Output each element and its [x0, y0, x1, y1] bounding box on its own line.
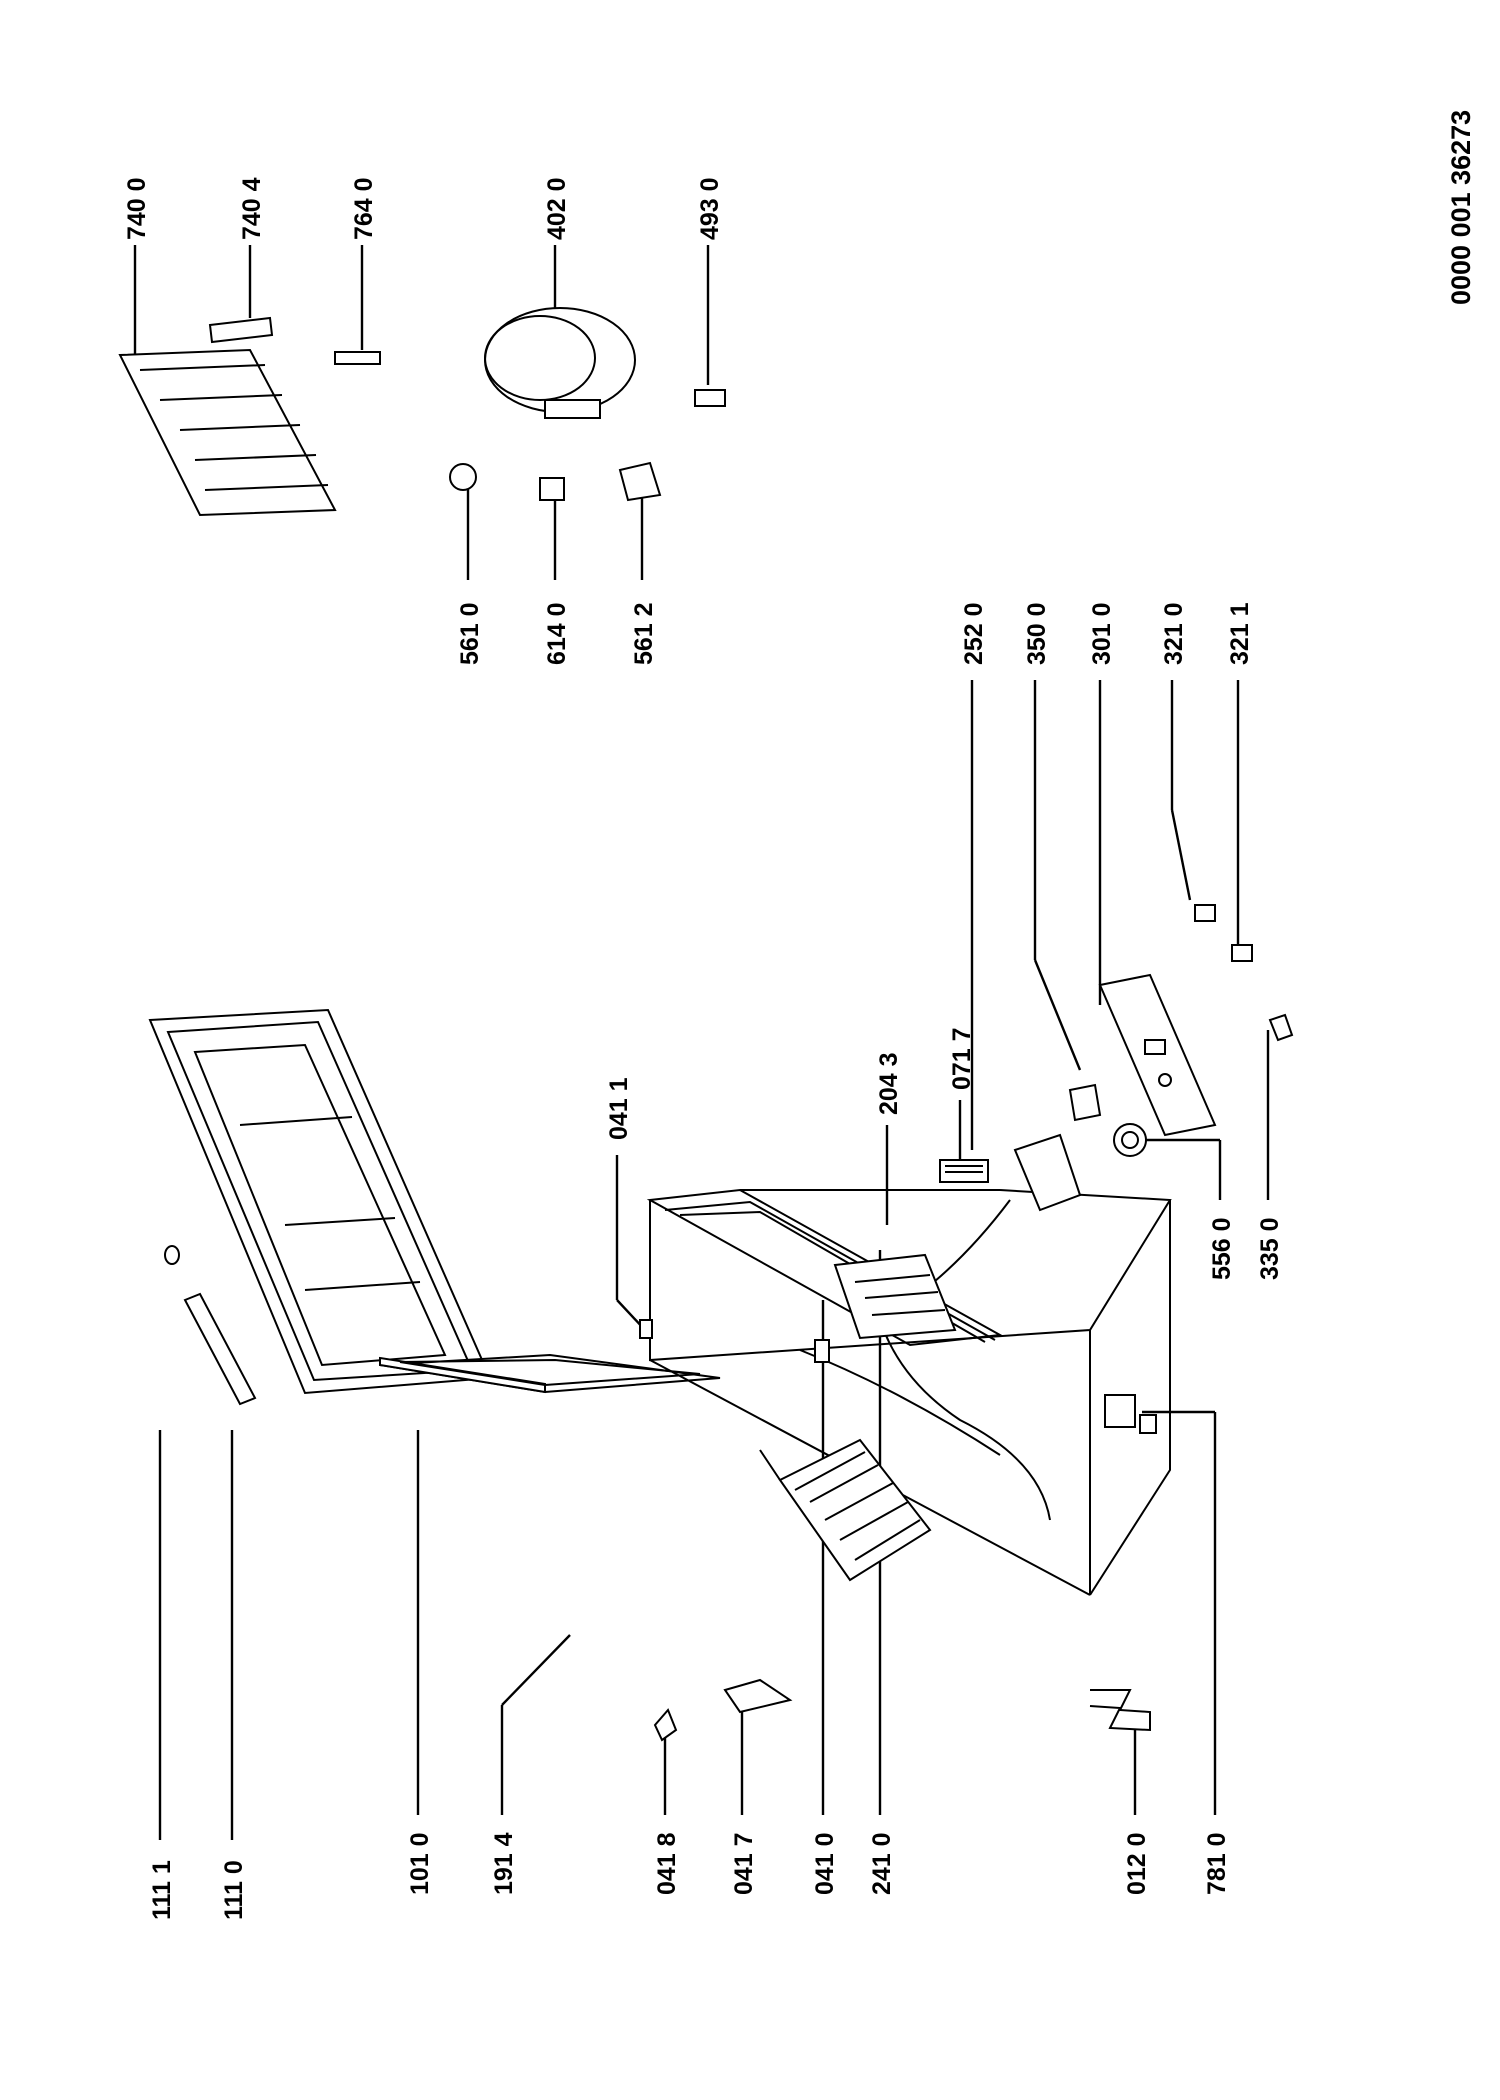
thermostat-part-252-0 — [1013, 1133, 1082, 1212]
control-panel-part-301-0 — [1098, 973, 1217, 1137]
label-241-0: 241 0 — [868, 1832, 896, 1895]
basket-part-204-3 — [833, 1253, 957, 1340]
compressor-part-402-0 — [484, 307, 636, 419]
label-252-0: 252 0 — [960, 602, 988, 665]
bracket-part-012-0 — [1089, 1689, 1151, 1732]
cover-part-561-2 — [618, 461, 662, 502]
lid-gasket-part-191-4 — [379, 1353, 721, 1394]
label-041-0: 041 0 — [811, 1832, 839, 1895]
label-301-0: 301 0 — [1088, 602, 1116, 665]
foot-part-781-0 — [1104, 1394, 1136, 1428]
label-335-0: 335 0 — [1256, 1217, 1284, 1280]
pin-part-111-1 — [164, 1245, 180, 1265]
bracket-part-740-4 — [208, 316, 274, 344]
basket-part-241-0 — [759, 1438, 932, 1582]
label-781-0: 781 0 — [1203, 1832, 1231, 1895]
label-740-0: 740 0 — [123, 177, 151, 240]
label-493-0: 493 0 — [696, 177, 724, 240]
label-402-0: 402 0 — [543, 177, 571, 240]
indicator-part-321-0 — [1194, 904, 1216, 922]
lamp-part-335-0 — [1268, 1013, 1294, 1042]
label-041-8: 041 8 — [653, 1832, 681, 1895]
label-764-0: 764 0 — [350, 177, 378, 240]
label-350-0: 350 0 — [1023, 602, 1051, 665]
handle-part-111-0 — [183, 1292, 257, 1406]
label-191-4: 191 4 — [490, 1832, 518, 1895]
clip-part-614-0 — [539, 477, 565, 501]
label-012-0: 012 0 — [1123, 1832, 1151, 1895]
condenser-part-740-0 — [118, 348, 337, 517]
bracket-part-041-7 — [723, 1678, 793, 1714]
vent-part-071-7 — [939, 1159, 989, 1183]
filter-part-764-0 — [334, 351, 381, 365]
clamp-part-493-0 — [694, 389, 726, 407]
label-071-7: 071 7 — [948, 1027, 976, 1090]
label-561-2: 561 2 — [630, 602, 658, 665]
indicator-part-321-1 — [1231, 944, 1253, 962]
label-614-0: 614 0 — [543, 602, 571, 665]
document-number: 0000 001 36273 — [1446, 110, 1476, 305]
label-111-0: 111 0 — [220, 1860, 248, 1920]
clip-part-041-8 — [653, 1708, 678, 1742]
label-556-0: 556 0 — [1208, 1217, 1236, 1280]
label-111-1: 111 1 — [148, 1860, 176, 1920]
label-041-7: 041 7 — [730, 1832, 758, 1895]
knob-part-556-0 — [1113, 1123, 1147, 1157]
label-204-3: 204 3 — [875, 1052, 903, 1115]
label-561-0: 561 0 — [456, 602, 484, 665]
label-041-1: 041 1 — [605, 1077, 633, 1140]
part-labels: 111 1 111 0 101 0 191 4 041 8 041 7 041 … — [123, 177, 1284, 1920]
label-101-0: 101 0 — [406, 1832, 434, 1895]
hinge-part-041-0 — [814, 1339, 830, 1363]
label-321-0: 321 0 — [1160, 602, 1188, 665]
relay-part-561-0 — [449, 463, 477, 491]
label-740-4: 740 4 — [238, 177, 266, 240]
bracket-part-350-0 — [1068, 1083, 1102, 1122]
hinge-part-041-1 — [639, 1319, 653, 1339]
label-321-1: 321 1 — [1226, 602, 1254, 665]
